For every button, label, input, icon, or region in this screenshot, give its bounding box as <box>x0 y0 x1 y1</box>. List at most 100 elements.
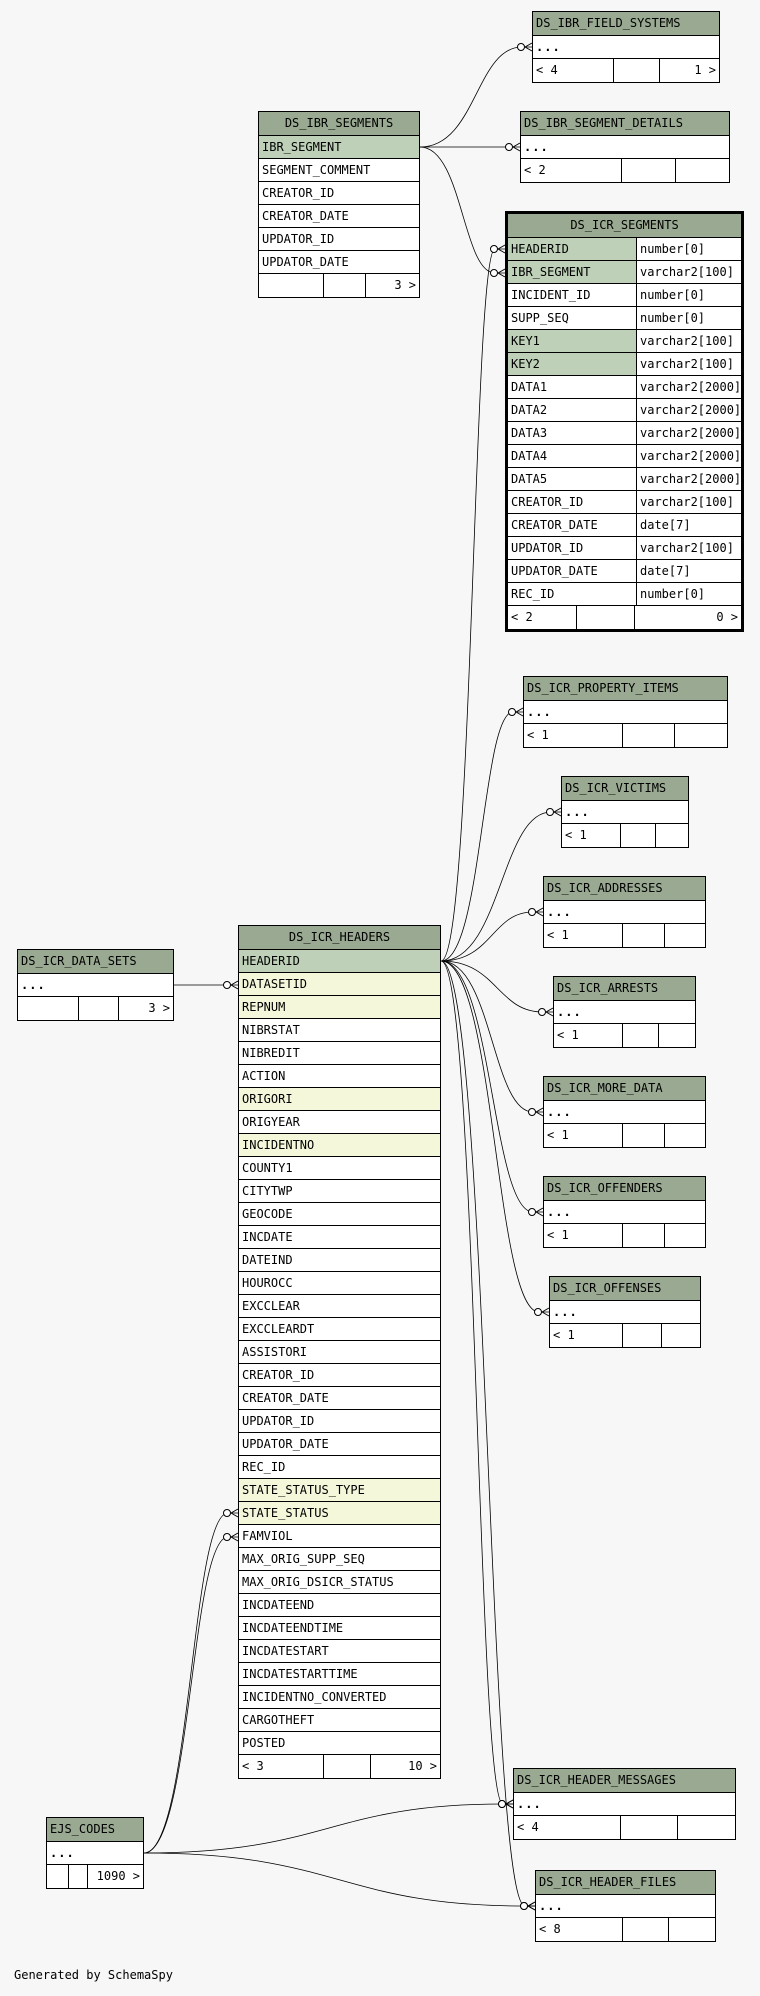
collapsed-columns-row[interactable]: ... <box>544 901 705 924</box>
column-row[interactable]: CREATOR_ID <box>259 182 419 205</box>
parents-count[interactable]: < 2 <box>508 606 578 629</box>
parents-count[interactable]: < 1 <box>550 1324 623 1347</box>
column-row[interactable]: MAX_ORIG_DSICR_STATUS <box>239 1571 440 1594</box>
column-row[interactable]: SEGMENT_COMMENT <box>259 159 419 182</box>
footer-cell[interactable] <box>69 1865 89 1888</box>
table-title[interactable]: DS_ICR_MORE_DATA <box>544 1077 705 1101</box>
table-title[interactable]: DS_ICR_OFFENSES <box>550 1277 700 1301</box>
children-count[interactable] <box>675 724 727 747</box>
children-count[interactable] <box>665 1124 706 1147</box>
children-count[interactable] <box>662 1324 700 1347</box>
parents-count[interactable]: < 1 <box>544 1124 623 1147</box>
column-row[interactable]: ASSISTORI <box>239 1341 440 1364</box>
column-row[interactable]: CREATOR_DATE <box>259 205 419 228</box>
table-ejs-codes[interactable]: EJS_CODES...1090 > <box>46 1817 144 1889</box>
column-row[interactable]: UPDATOR_ID <box>239 1410 440 1433</box>
column-row[interactable]: HEADERID <box>239 950 440 973</box>
children-count[interactable]: 3 > <box>394 278 416 292</box>
table-title[interactable]: DS_ICR_VICTIMS <box>562 777 688 801</box>
children-count[interactable]: 1 > <box>694 63 716 77</box>
column-row[interactable]: MAX_ORIG_SUPP_SEQ <box>239 1548 440 1571</box>
parents-count[interactable]: < 1 <box>544 924 623 947</box>
column-row[interactable]: INCDATESTART <box>239 1640 440 1663</box>
column-row[interactable]: IBR_SEGMENT <box>259 136 419 159</box>
children-count[interactable] <box>665 1224 706 1247</box>
footer-cell[interactable] <box>623 924 665 947</box>
column-row[interactable]: UPDATOR_DATE <box>239 1433 440 1456</box>
column-row[interactable]: CREATOR_ID <box>239 1364 440 1387</box>
parents-count[interactable]: < 1 <box>544 1224 623 1247</box>
column-row[interactable]: INCDATEEND <box>239 1594 440 1617</box>
table-title[interactable]: DS_ICR_HEADERS <box>239 926 440 950</box>
column-row[interactable]: UPDATOR_ID <box>259 228 419 251</box>
footer-cell[interactable] <box>79 997 119 1020</box>
column-row[interactable]: INCDATESTARTTIME <box>239 1663 440 1686</box>
children-count[interactable] <box>665 924 706 947</box>
column-row[interactable]: INCIDENTNO <box>239 1134 440 1157</box>
footer-cell[interactable] <box>623 1224 665 1247</box>
footer-cell[interactable] <box>623 1124 665 1147</box>
collapsed-columns-row[interactable]: ... <box>550 1301 700 1324</box>
table-ds-icr-victims[interactable]: DS_ICR_VICTIMS...< 1 <box>561 776 689 848</box>
parents-count[interactable]: < 3 <box>239 1755 325 1778</box>
parents-count[interactable] <box>259 274 325 297</box>
children-count[interactable] <box>678 1816 735 1839</box>
collapsed-columns-row[interactable]: ... <box>554 1001 695 1024</box>
parents-count[interactable] <box>18 997 80 1020</box>
column-row[interactable]: POSTED <box>239 1732 440 1755</box>
footer-cell[interactable] <box>623 1918 669 1941</box>
table-title[interactable]: DS_IBR_SEGMENT_DETAILS <box>521 112 729 136</box>
table-title[interactable]: DS_ICR_HEADER_MESSAGES <box>514 1769 735 1793</box>
children-count[interactable] <box>659 1024 695 1047</box>
column-row[interactable]: COUNTY1 <box>239 1157 440 1180</box>
table-ds-icr-data-sets[interactable]: DS_ICR_DATA_SETS...3 > <box>17 949 174 1021</box>
table-ds-icr-offenders[interactable]: DS_ICR_OFFENDERS...< 1 <box>543 1176 706 1248</box>
table-title[interactable]: DS_ICR_OFFENDERS <box>544 1177 705 1201</box>
table-title[interactable]: DS_ICR_DATA_SETS <box>18 950 173 974</box>
column-row[interactable]: CREATOR_DATE <box>239 1387 440 1410</box>
children-count[interactable]: 0 > <box>716 610 738 624</box>
table-ds-icr-more-data[interactable]: DS_ICR_MORE_DATA...< 1 <box>543 1076 706 1148</box>
column-row[interactable]: STATE_STATUS_TYPE <box>239 1479 440 1502</box>
parents-count[interactable]: < 2 <box>521 159 622 182</box>
table-ds-ibr-segment-details[interactable]: DS_IBR_SEGMENT_DETAILS...< 2 <box>520 111 730 183</box>
children-count[interactable] <box>676 159 730 182</box>
table-title[interactable]: DS_ICR_PROPERTY_ITEMS <box>524 677 727 701</box>
column-row[interactable]: DATEIND <box>239 1249 440 1272</box>
collapsed-columns-row[interactable]: ... <box>533 36 719 59</box>
collapsed-columns-row[interactable]: ... <box>47 1842 143 1865</box>
footer-cell[interactable] <box>614 59 660 82</box>
children-count[interactable]: 3 > <box>148 1001 170 1015</box>
column-row[interactable]: STATE_STATUS <box>239 1502 440 1525</box>
collapsed-columns-row[interactable]: ... <box>544 1101 705 1124</box>
footer-cell[interactable] <box>623 724 675 747</box>
column-row[interactable]: INCDATE <box>239 1226 440 1249</box>
table-title[interactable]: EJS_CODES <box>47 1818 143 1842</box>
column-row[interactable]: GEOCODE <box>239 1203 440 1226</box>
footer-cell[interactable] <box>577 606 635 629</box>
footer-cell[interactable] <box>621 1816 678 1839</box>
column-row[interactable]: CARGOTHEFT <box>239 1709 440 1732</box>
collapsed-columns-row[interactable]: ... <box>514 1793 735 1816</box>
column-row[interactable]: INCIDENTNO_CONVERTED <box>239 1686 440 1709</box>
collapsed-columns-row[interactable]: ... <box>536 1895 715 1918</box>
parents-count[interactable]: < 1 <box>524 724 623 747</box>
table-ds-icr-header-messages[interactable]: DS_ICR_HEADER_MESSAGES...< 4 <box>513 1768 736 1840</box>
column-row[interactable]: NIBRSTAT <box>239 1019 440 1042</box>
column-row[interactable]: FAMVIOL <box>239 1525 440 1548</box>
table-title[interactable]: DS_ICR_HEADER_FILES <box>536 1871 715 1895</box>
column-row[interactable]: HOUROCC <box>239 1272 440 1295</box>
table-ds-icr-addresses[interactable]: DS_ICR_ADDRESSES...< 1 <box>543 876 706 948</box>
